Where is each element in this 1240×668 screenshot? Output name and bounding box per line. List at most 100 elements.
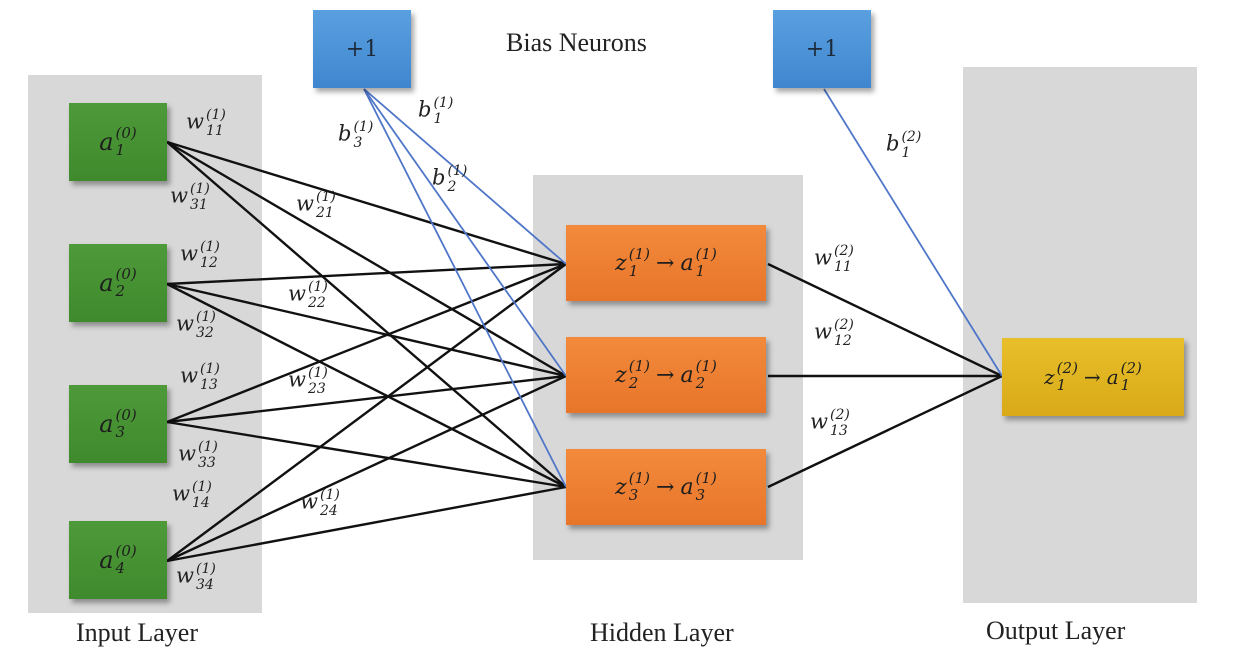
hidden-node-1-arrow: → — [656, 250, 675, 276]
bias-label-b1-2-sub: 1 — [901, 145, 911, 161]
weight-label-w12-2: w(2)12 — [814, 318, 854, 348]
bias-label-b1-1-sub: 1 — [433, 111, 443, 127]
weight-label-w13-2-symbol: w — [810, 409, 828, 434]
weight-label-w31-1-sub: 31 — [189, 197, 208, 213]
hidden-node-2-z-sub: 2 — [628, 374, 639, 392]
input-node-2: a (0)2 — [69, 244, 167, 322]
weight-label-w14-1-sup: (1) — [191, 479, 212, 495]
edge-input-2-hidden-3 — [166, 282, 567, 489]
bias-node-output: +1 — [773, 10, 871, 88]
edge-input-4-hidden-1 — [166, 263, 567, 562]
weight-label-w32-1: w(1)32 — [176, 310, 216, 340]
hidden-node-3-a: a — [680, 474, 694, 500]
weight-label-w14-1-symbol: w — [172, 481, 190, 506]
weight-label-w23-1-symbol: w — [288, 367, 306, 392]
bias-node-output-label: +1 — [805, 36, 839, 62]
hidden-node-2-z-sup: (1) — [628, 357, 651, 375]
bias-label-b3-1-sup: (1) — [353, 119, 374, 135]
output-layer-caption: Output Layer — [986, 616, 1126, 645]
weight-label-w24-1-sub: 24 — [319, 503, 338, 519]
edge-input-1-hidden-3 — [166, 141, 567, 488]
output-node-a: a — [1106, 365, 1119, 389]
weight-label-w24-1-sup: (1) — [319, 487, 340, 503]
output-layer-panel — [963, 67, 1197, 603]
bias-label-b3-1: b(1)3 — [338, 120, 373, 150]
weight-label-w31-1: w(1)31 — [170, 182, 210, 212]
weight-label-w34-1: w(1)34 — [176, 562, 216, 592]
input-node-1-sub: 1 — [115, 141, 126, 159]
weight-label-w33-1-sup: (1) — [197, 439, 218, 455]
weight-label-w24-1-symbol: w — [300, 489, 318, 514]
bias-label-b3-1-sub: 3 — [353, 135, 363, 151]
input-node-1-symbol: a — [99, 128, 114, 156]
weight-label-w24-1: w(1)24 — [300, 488, 340, 518]
input-node-2-sub: 2 — [115, 282, 126, 300]
weight-label-w21-1-symbol: w — [296, 191, 314, 216]
weight-label-w13-1: w(1)13 — [180, 362, 220, 392]
edge-input-3-hidden-2 — [166, 374, 567, 424]
output-node-z-sup: (2) — [1056, 359, 1078, 377]
hidden-node-2-a-sup: (1) — [695, 357, 717, 375]
edge-input-1-hidden-2 — [166, 140, 567, 378]
input-node-1: a (0)1 — [69, 103, 167, 181]
bias-label-b2-1-symbol: b — [432, 165, 446, 190]
hidden-node-3-z-sub: 3 — [628, 486, 639, 504]
weight-label-w32-1-sub: 32 — [195, 325, 214, 341]
edge-input-1-hidden-1 — [166, 140, 567, 266]
bias-node-hidden-label: +1 — [345, 36, 379, 62]
edge-input-4-hidden-2 — [166, 374, 567, 563]
weight-label-w33-1-symbol: w — [178, 441, 196, 466]
hidden-node-1-a-sup: (1) — [695, 245, 717, 263]
weight-label-w21-1-sub: 21 — [315, 205, 334, 221]
hidden-node-1: z (1)1 → a (1)1 — [566, 225, 766, 301]
weight-label-w12-1-sup: (1) — [199, 239, 220, 255]
weight-label-w22-1-sub: 22 — [307, 295, 326, 311]
weight-label-w14-1-sub: 14 — [191, 495, 210, 511]
weight-label-w31-1-sup: (1) — [189, 181, 210, 197]
weight-label-w13-1-sup: (1) — [199, 361, 220, 377]
weight-label-w13-1-symbol: w — [180, 363, 198, 388]
edge-bias-hidden-3 — [363, 88, 567, 488]
weight-label-w12-1-symbol: w — [180, 241, 198, 266]
input-node-1-sup: (0) — [115, 124, 137, 142]
weight-label-w23-1-sub: 23 — [307, 381, 326, 397]
bias-label-b1-1-sup: (1) — [433, 95, 454, 111]
hidden-node-2-a-sub: 2 — [695, 374, 706, 392]
hidden-node-1-a-sub: 1 — [695, 262, 706, 280]
hidden-node-2-a: a — [680, 362, 694, 388]
hidden-node-3-z-sup: (1) — [628, 469, 651, 487]
edge-input-4-hidden-3 — [166, 485, 567, 563]
weight-label-w11-2-symbol: w — [814, 245, 832, 270]
hidden-node-3-a-sub: 3 — [695, 486, 706, 504]
input-node-4-symbol: a — [99, 546, 114, 574]
weight-label-w23-1: w(1)23 — [288, 366, 328, 396]
hidden-node-1-a: a — [680, 250, 694, 276]
weight-label-w12-2-sup: (2) — [833, 317, 854, 333]
input-node-4: a (0)4 — [69, 521, 167, 599]
weight-label-w34-1-symbol: w — [176, 563, 194, 588]
weight-label-w32-1-symbol: w — [176, 311, 194, 336]
input-node-3: a (0)3 — [69, 385, 167, 463]
bias-label-b3-1-symbol: b — [338, 121, 352, 146]
hidden-node-2: z (1)2 → a (1)2 — [566, 337, 766, 413]
weight-label-w33-1: w(1)33 — [178, 440, 218, 470]
bias-node-hidden: +1 — [313, 10, 411, 88]
input-node-3-sup: (0) — [115, 406, 137, 424]
input-node-4-sub: 4 — [115, 559, 126, 577]
weight-label-w22-1-sup: (1) — [307, 279, 328, 295]
output-node-arrow: → — [1083, 365, 1101, 389]
input-layer-caption: Input Layer — [76, 618, 199, 647]
bias-label-b1-1-symbol: b — [418, 97, 432, 122]
weight-label-w12-2-sub: 12 — [833, 333, 852, 349]
hidden-node-3: z (1)3 → a (1)3 — [566, 449, 766, 525]
edge-bias-hidden-1 — [363, 88, 567, 265]
weight-label-w11-1-symbol: w — [186, 109, 204, 134]
hidden-node-3-z: z — [615, 474, 627, 500]
weight-label-w11-1-sub: 11 — [205, 123, 224, 139]
weight-label-w13-2: w(2)13 — [810, 408, 850, 438]
weight-label-w21-1: w(1)21 — [296, 190, 336, 220]
weight-label-w31-1-symbol: w — [170, 183, 188, 208]
bias-label-b2-1-sub: 2 — [447, 179, 457, 195]
output-node-a-sub: 1 — [1120, 376, 1131, 394]
